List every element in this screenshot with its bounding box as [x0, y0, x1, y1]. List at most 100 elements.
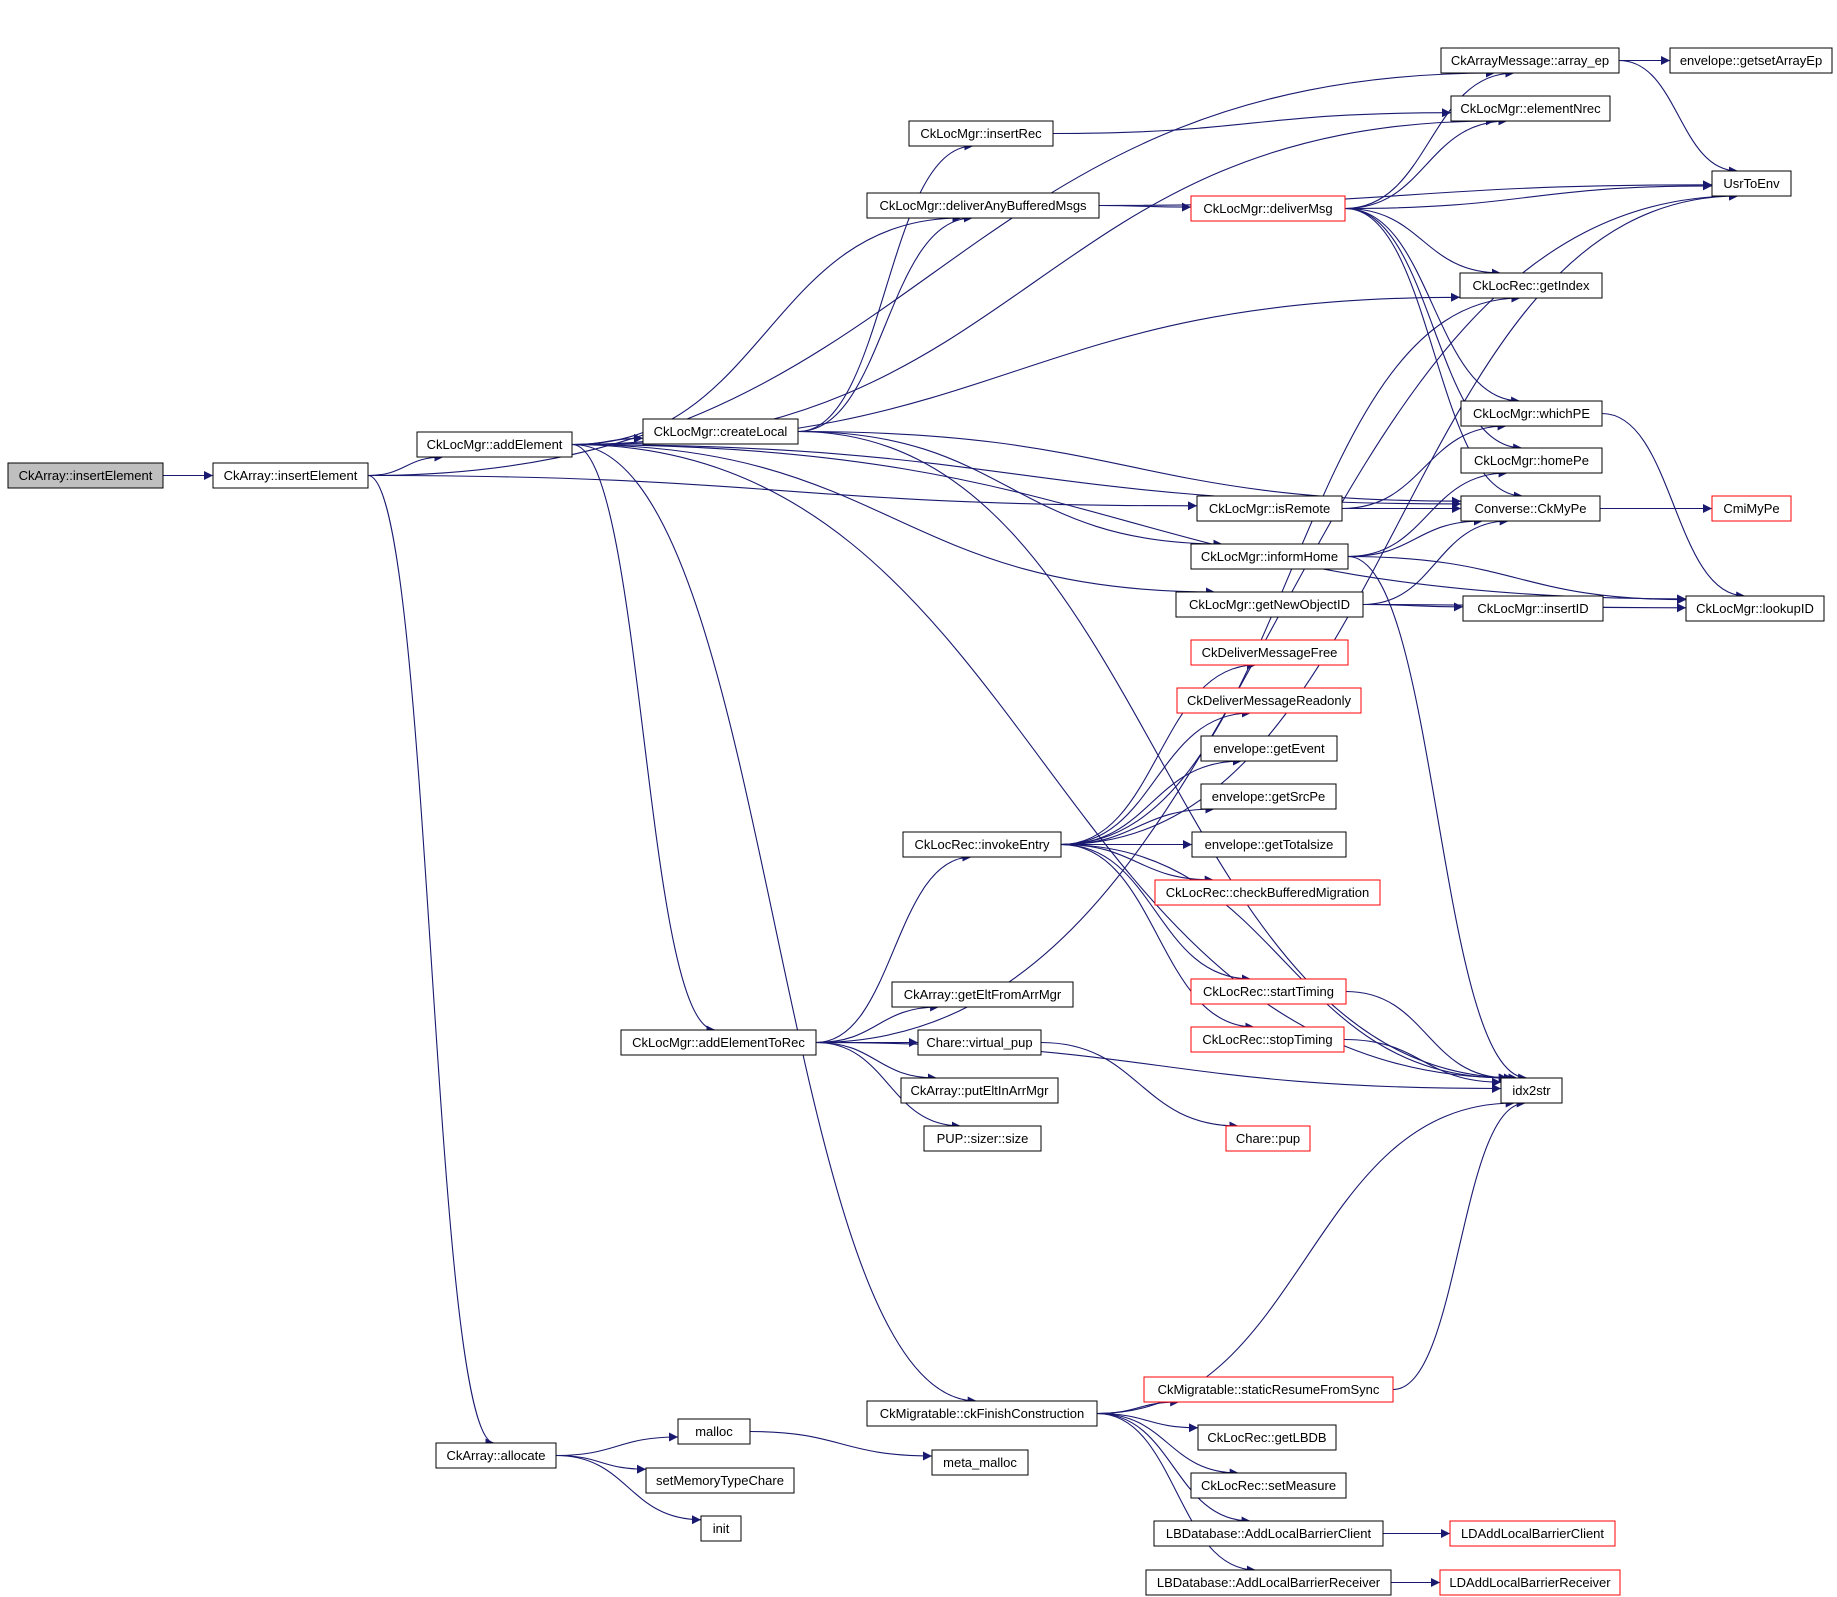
- node-box: [1190, 195, 1346, 222]
- edge-deliverMsg-to-whichPE: [1344, 207, 1521, 406]
- edge-deliverMsg-to-CkMyPe: [1344, 207, 1523, 501]
- node-box: [866, 192, 1100, 219]
- node-box: [642, 418, 799, 445]
- node-CkMyPe[interactable]: Converse::CkMyPe: [1460, 495, 1601, 522]
- node-ckFinish[interactable]: CkMigratable::ckFinishConstruction: [866, 1400, 1098, 1427]
- edge-informHome-to-idx2str: [1347, 555, 1528, 1083]
- node-label: CkLocMgr::whichPE: [1473, 406, 1590, 421]
- edge-invokeEntry-to-startTiming: [1060, 843, 1251, 984]
- node-box: [1191, 831, 1347, 858]
- node-box: [1500, 1077, 1563, 1104]
- node-invokeEntry[interactable]: CkLocRec::invokeEntry: [902, 831, 1062, 858]
- node-label: CkLocRec::checkBufferedMigration: [1166, 885, 1370, 900]
- node-deliverMsg[interactable]: CkLocMgr::deliverMsg: [1190, 195, 1346, 222]
- node-isRemote[interactable]: CkLocMgr::isRemote: [1196, 495, 1343, 522]
- node-setMeasure[interactable]: CkLocRec::setMeasure: [1190, 1472, 1347, 1499]
- node-putEltInArrMgr[interactable]: CkArray::putEltInArrMgr: [900, 1077, 1059, 1104]
- node-box: [1200, 735, 1338, 762]
- node-deliverAny[interactable]: CkLocMgr::deliverAnyBufferedMsgs: [866, 192, 1100, 219]
- node-box: [1197, 1424, 1337, 1451]
- node-box: [891, 981, 1074, 1008]
- node-checkBuffered[interactable]: CkLocRec::checkBufferedMigration: [1154, 879, 1381, 906]
- node-label: CkLocRec::invokeEntry: [914, 837, 1050, 852]
- node-addBarrierClient[interactable]: LBDatabase::AddLocalBarrierClient: [1153, 1520, 1384, 1547]
- node-staticResume[interactable]: CkMigratable::staticResumeFromSync: [1143, 1376, 1394, 1403]
- node-getEvent[interactable]: envelope::getEvent: [1200, 735, 1338, 762]
- node-getEltFromArrMgr[interactable]: CkArray::getEltFromArrMgr: [891, 981, 1074, 1008]
- edge-addElement-to-elementNrec: [571, 116, 1495, 446]
- node-label: envelope::getEvent: [1213, 741, 1325, 756]
- node-box: [1145, 1569, 1392, 1596]
- node-deliverRO[interactable]: CkDeliverMessageReadonly: [1176, 687, 1362, 714]
- node-box: [1669, 47, 1833, 74]
- node-getsetArrayEp[interactable]: envelope::getsetArrayEp: [1669, 47, 1833, 74]
- node-label: CkDeliverMessageFree: [1202, 645, 1338, 660]
- node-label: CkLocMgr::deliverAnyBufferedMsgs: [879, 198, 1087, 213]
- node-malloc[interactable]: malloc: [677, 1418, 751, 1445]
- node-allocate[interactable]: CkArray::allocate: [435, 1442, 557, 1469]
- node-meta_malloc[interactable]: meta_malloc: [931, 1449, 1029, 1476]
- node-label: CkLocMgr::insertID: [1477, 601, 1588, 616]
- node-lookupID[interactable]: CkLocMgr::lookupID: [1685, 595, 1825, 622]
- node-box: [866, 1400, 1098, 1427]
- node-UsrToEnv[interactable]: UsrToEnv: [1711, 170, 1792, 197]
- node-whichPE[interactable]: CkLocMgr::whichPE: [1460, 400, 1603, 427]
- node-addElement[interactable]: CkLocMgr::addElement: [416, 431, 573, 458]
- node-addElementToRec[interactable]: CkLocMgr::addElementToRec: [620, 1029, 817, 1056]
- node-label: CkLocMgr::addElementToRec: [632, 1035, 805, 1050]
- node-setMemType[interactable]: setMemoryTypeChare: [645, 1467, 795, 1494]
- node-stopTiming[interactable]: CkLocRec::stopTiming: [1190, 1026, 1345, 1053]
- node-box: [1190, 639, 1349, 666]
- edge-informHome-to-homePe: [1347, 468, 1508, 558]
- node-informHome[interactable]: CkLocMgr::informHome: [1190, 543, 1349, 570]
- node-LDClient[interactable]: LDAddLocalBarrierClient: [1449, 1520, 1616, 1547]
- node-CmiMyPe[interactable]: CmiMyPe: [1711, 495, 1792, 522]
- node-array_ep[interactable]: CkArrayMessage::array_ep: [1440, 47, 1620, 74]
- node-getLBDB[interactable]: CkLocRec::getLBDB: [1197, 1424, 1337, 1451]
- edge-createLocal-to-informHome: [797, 430, 1223, 549]
- node-label: CkArray::insertElement: [19, 468, 153, 483]
- node-startTiming[interactable]: CkLocRec::startTiming: [1190, 978, 1347, 1005]
- node-box: [900, 1077, 1059, 1104]
- node-init[interactable]: init: [700, 1515, 742, 1542]
- edge-deliverMsg-to-UsrToEnv: [1344, 181, 1713, 210]
- node-getSrcPe[interactable]: envelope::getSrcPe: [1200, 783, 1337, 810]
- edge-virtual_pup-to-pup: [1040, 1041, 1239, 1131]
- node-ckarray_insert[interactable]: CkArray::insertElement: [212, 462, 369, 489]
- edge-invokeEntry-to-getIndex: [1060, 293, 1521, 846]
- node-box: [1685, 595, 1825, 622]
- node-label: PUP::sizer::size: [937, 1131, 1029, 1146]
- node-LDReceiver[interactable]: LDAddLocalBarrierReceiver: [1439, 1569, 1621, 1596]
- node-idx2str[interactable]: idx2str: [1500, 1077, 1563, 1104]
- node-label: CkLocMgr::isRemote: [1209, 501, 1330, 516]
- node-createLocal[interactable]: CkLocMgr::createLocal: [642, 418, 799, 445]
- edge-invokeEntry-to-UsrToEnv: [1060, 191, 1739, 846]
- node-virtual_pup[interactable]: Chare::virtual_pup: [917, 1029, 1042, 1056]
- node-label: CkLocRec::setMeasure: [1201, 1478, 1336, 1493]
- node-box: [1143, 1376, 1394, 1403]
- node-getIndex[interactable]: CkLocRec::getIndex: [1459, 272, 1603, 299]
- node-pup[interactable]: Chare::pup: [1225, 1125, 1311, 1152]
- node-box: [1459, 272, 1603, 299]
- edge-invokeEntry-to-getSrcPe: [1060, 804, 1215, 846]
- node-insertID[interactable]: CkLocMgr::insertID: [1462, 595, 1604, 622]
- node-box: [1460, 400, 1603, 427]
- node-sizer[interactable]: PUP::sizer::size: [923, 1125, 1042, 1152]
- node-root[interactable]: CkArray::insertElement: [7, 462, 164, 489]
- node-label: envelope::getSrcPe: [1212, 789, 1325, 804]
- node-box: [917, 1029, 1042, 1056]
- node-getNewObjectID[interactable]: CkLocMgr::getNewObjectID: [1175, 591, 1364, 618]
- node-homePe[interactable]: CkLocMgr::homePe: [1460, 447, 1603, 474]
- edge-invokeEntry-to-deliverRO: [1060, 708, 1251, 846]
- edge-startTiming-to-idx2str: [1345, 990, 1509, 1083]
- node-addBarrierReceiver[interactable]: LBDatabase::AddLocalBarrierReceiver: [1145, 1569, 1392, 1596]
- node-insertRec[interactable]: CkLocMgr::insertRec: [908, 120, 1054, 147]
- node-deliverFree[interactable]: CkDeliverMessageFree: [1190, 639, 1349, 666]
- node-box: [1175, 591, 1364, 618]
- node-elementNrec[interactable]: CkLocMgr::elementNrec: [1450, 95, 1611, 122]
- edge-ckarray_insert-to-isRemote: [367, 474, 1198, 511]
- node-label: CkArray::insertElement: [224, 468, 358, 483]
- node-box: [7, 462, 164, 489]
- node-box: [908, 120, 1054, 147]
- node-getTotalsize[interactable]: envelope::getTotalsize: [1191, 831, 1347, 858]
